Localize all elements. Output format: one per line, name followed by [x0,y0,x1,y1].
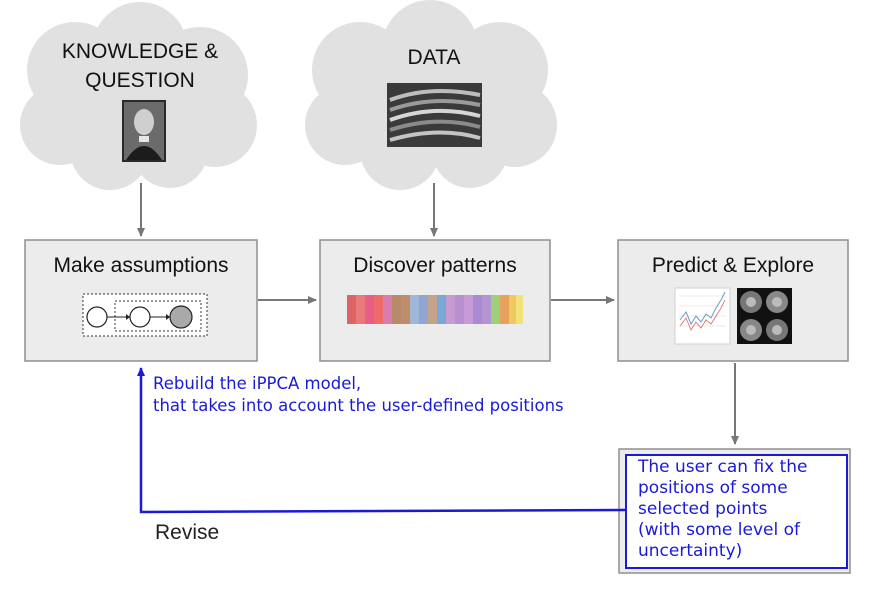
feedback-line1: Rebuild the iPPCA model, [153,374,362,393]
revise-label: Revise [155,521,220,544]
assumptions-label: Make assumptions [53,254,229,277]
knowledge-cloud-label: KNOWLEDGE & QUESTION [40,37,240,95]
predict-box [617,239,849,362]
feedback-line2: that takes into account the user-defined… [153,396,564,415]
brain-scans-icon [737,288,792,344]
revise-feedback-arrow [137,367,627,514]
note-box-inner [625,454,848,569]
data-cloud-label: DATA [407,46,461,69]
patterns-label: Discover patterns [353,254,517,277]
note-line1: The user can fix the [638,457,808,477]
note-text: The user can fix the positions of some s… [638,457,808,562]
note-line2: positions of some [638,478,788,498]
note-line4: (with some level of [638,520,800,540]
feedback-text: Rebuild the iPPCA model, that takes into… [153,373,564,417]
graphical-model-icon [82,293,208,337]
knowledge-cloud [20,2,257,190]
data-image [387,83,482,147]
note-line5: uncertainty) [638,541,743,561]
knowledge-line2: QUESTION [85,69,195,92]
note-line3: selected points [638,499,768,519]
line-plot-icon [674,287,731,345]
pattern-bars-icon [347,295,523,324]
knowledge-line1: KNOWLEDGE & [61,40,219,63]
portrait-image [122,100,166,162]
predict-label: Predict & Explore [651,254,815,277]
